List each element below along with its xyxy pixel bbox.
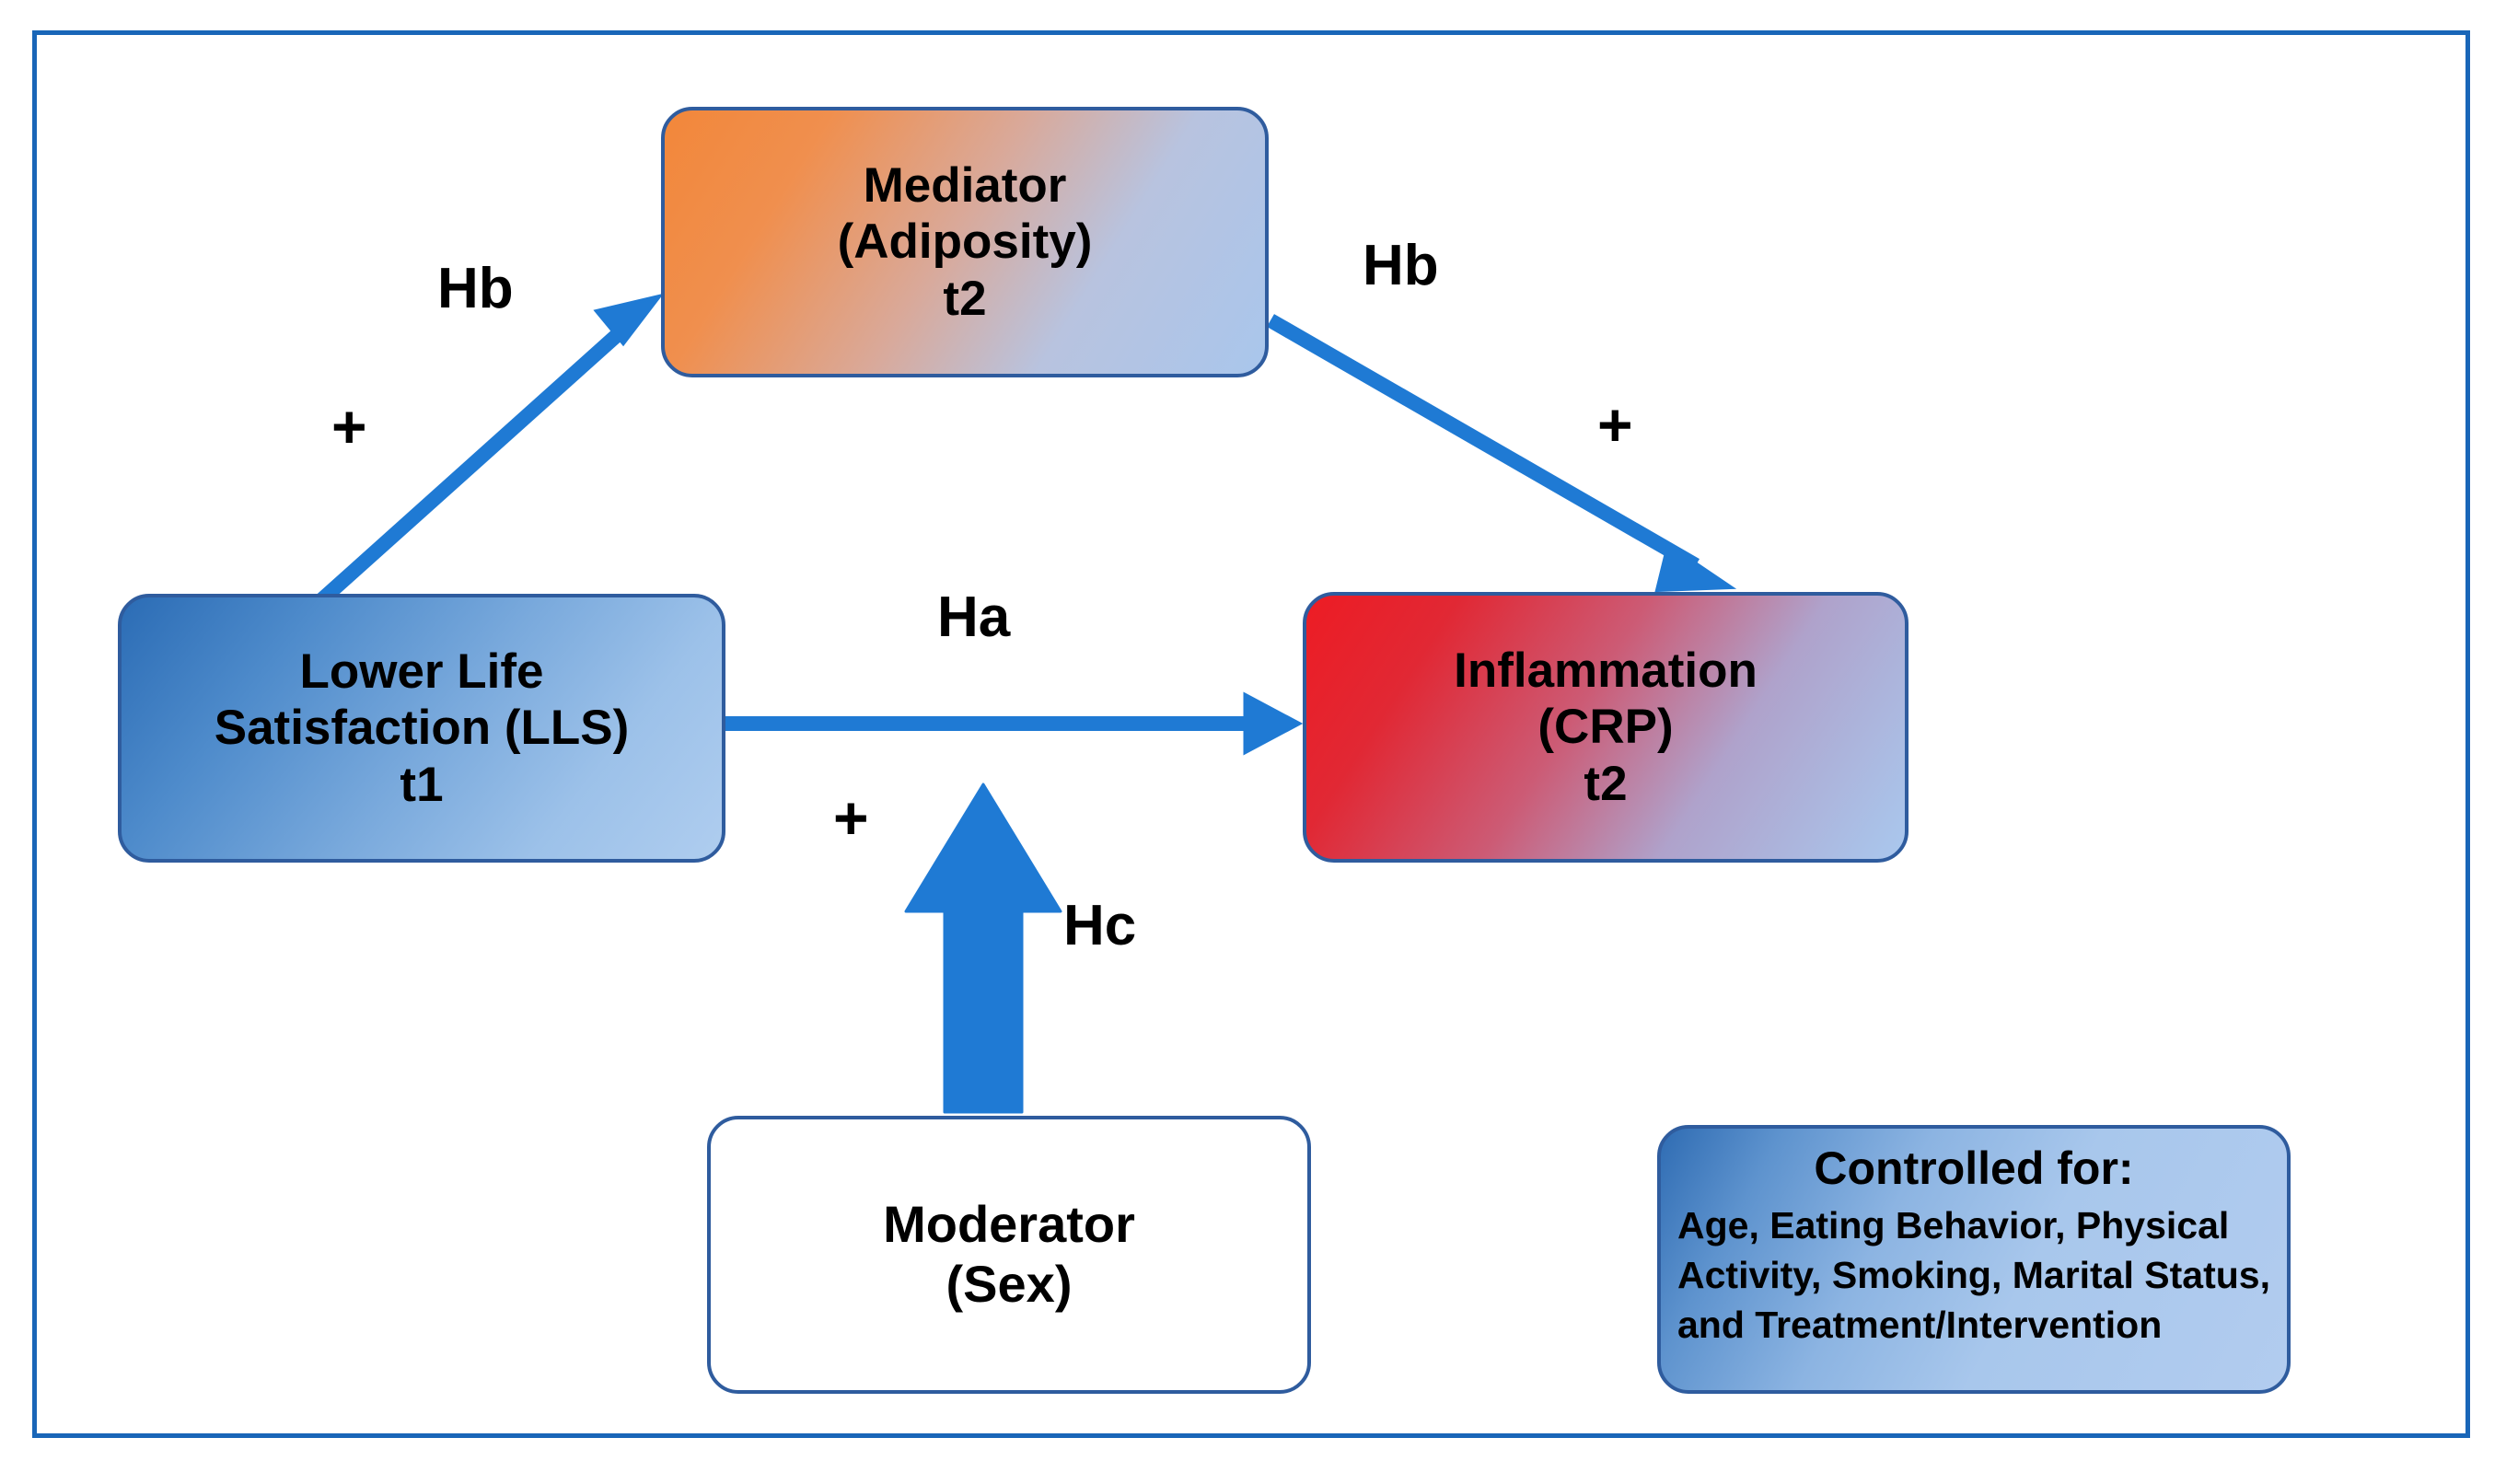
moderator-line-2: (Sex) [946, 1255, 1073, 1313]
edge-label-hb-right: Hb [1363, 234, 1439, 297]
lls-line-2: Satisfaction (LLS) [214, 701, 630, 756]
inflammation-line-2: (CRP) [1537, 700, 1674, 755]
inflammation-node[interactable]: Inflammation (CRP) t2 [1303, 592, 1909, 863]
edge-label-hb-left: Hb [437, 257, 514, 320]
edge-label-hc: Hc [1063, 894, 1137, 957]
mediator-node[interactable]: Mediator (Adiposity) t2 [661, 107, 1269, 377]
edge-label-ha: Ha [937, 585, 1011, 649]
lower-life-satisfaction-node[interactable]: Lower Life Satisfaction (LLS) t1 [118, 594, 725, 863]
edge-sign-plus-middle: + [833, 783, 869, 852]
moderator-node[interactable]: Moderator (Sex) [707, 1116, 1311, 1394]
mediator-line-2: (Adiposity) [837, 214, 1093, 270]
edge-sign-plus-right: + [1597, 390, 1633, 458]
lls-line-3: t1 [400, 757, 444, 812]
figure-border [32, 30, 2470, 1438]
controlled-for-heading: Controlled for: [1814, 1142, 2134, 1194]
controlled-for-line-1: Age, Eating Behavior, Physical [1677, 1204, 2230, 1246]
inflammation-line-3: t2 [1584, 756, 1628, 811]
controlled-for-node[interactable]: Controlled for: Age, Eating Behavior, Ph… [1657, 1125, 2291, 1394]
controlled-for-line-3: and Treatment/Intervention [1677, 1304, 2163, 1347]
moderator-line-1: Moderator [883, 1195, 1135, 1254]
mediator-line-3: t2 [943, 271, 987, 326]
inflammation-line-1: Inflammation [1454, 643, 1758, 698]
mediator-line-1: Mediator [863, 157, 1067, 213]
edge-sign-plus-left: + [331, 392, 367, 460]
lls-line-1: Lower Life [299, 643, 544, 699]
controlled-for-line-2: Activity, Smoking, Marital Status, [1677, 1254, 2270, 1297]
